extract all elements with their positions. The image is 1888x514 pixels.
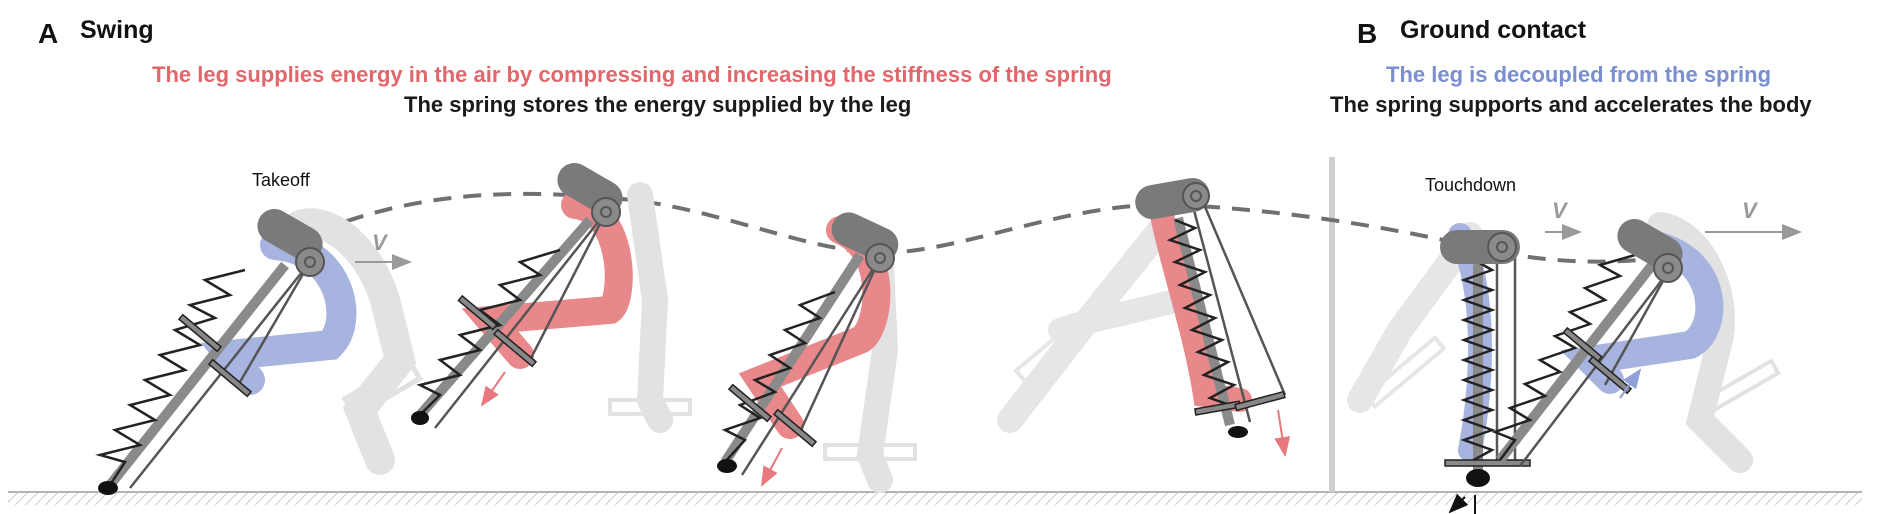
- figure-swing-3: [997, 178, 1287, 438]
- figure-takeoff: [95, 208, 424, 495]
- push-arrow-red: [1274, 409, 1291, 457]
- panel-divider: [1329, 157, 1335, 492]
- panel-a-letter: A: [38, 18, 59, 49]
- velocity-label: V: [1552, 198, 1569, 223]
- grf-arrow: [1448, 493, 1469, 514]
- figure-stance: [1491, 212, 1781, 473]
- figure-swing-2: [717, 212, 917, 493]
- panel-a-title: Swing: [80, 16, 154, 44]
- push-arrow-blue: [1619, 368, 1642, 399]
- panel-b-caption-leg: The leg is decoupled from the spring: [1386, 62, 1772, 87]
- push-arrow-red: [480, 371, 506, 407]
- velocity-label: V: [372, 230, 389, 255]
- takeoff-label: Takeoff: [252, 170, 310, 190]
- velocity-label: V: [1742, 198, 1759, 223]
- figure-swing-1: [411, 163, 692, 433]
- push-arrow-red: [761, 447, 783, 487]
- panel-b-title: Ground contact: [1400, 16, 1587, 44]
- ground: [8, 491, 1862, 505]
- panel-b-letter: B: [1357, 18, 1378, 49]
- panel-a-caption-leg: The leg supplies energy in the air by co…: [152, 62, 1112, 87]
- panel-b-caption-spring: The spring supports and accelerates the …: [1330, 92, 1812, 117]
- panel-a-caption-spring: The spring stores the energy supplied by…: [404, 92, 912, 117]
- touchdown-label: Touchdown: [1425, 175, 1517, 195]
